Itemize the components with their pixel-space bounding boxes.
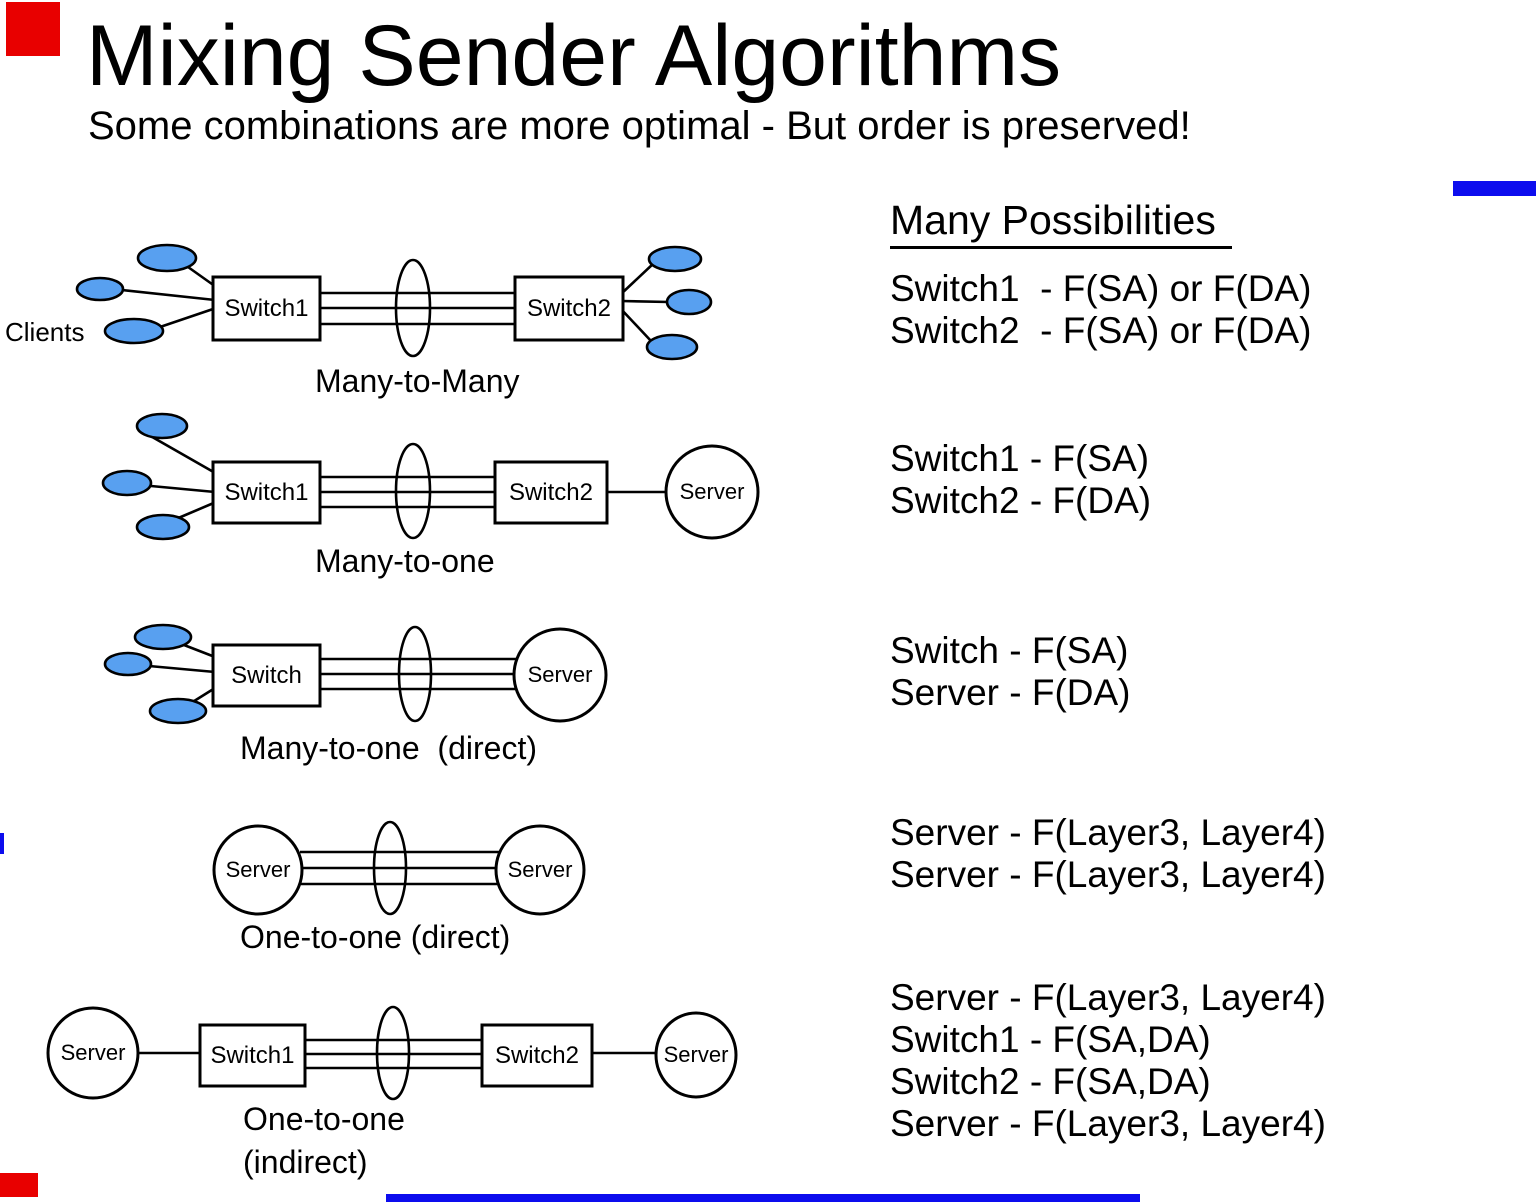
client-ellipse [647, 245, 703, 273]
trunk-ellipse [397, 625, 433, 723]
algorithm-block: Server - F(Layer3, Layer4) Server - F(La… [890, 812, 1326, 896]
trunk-ellipse [372, 820, 408, 916]
algorithm-line: Server - F(DA) [890, 672, 1131, 713]
server-circle [212, 824, 304, 916]
trunk-ellipse [394, 442, 432, 540]
client-ellipse [103, 651, 153, 677]
client-link-line [148, 664, 216, 674]
client-link-line [183, 643, 216, 659]
blue-bar-bottom [386, 1194, 1140, 1202]
one-to-one-indirect-shapes [46, 1005, 738, 1101]
client-ellipse [645, 333, 699, 361]
server-circle [664, 444, 760, 540]
clients-label: Clients [5, 317, 85, 347]
client-ellipse [148, 697, 208, 725]
diagram-caption: One-to-one (direct) [240, 919, 511, 955]
many-to-many-shapes [75, 243, 713, 361]
client-ellipse [665, 288, 713, 316]
server-circle [654, 1011, 738, 1099]
switch-box [211, 643, 322, 708]
page-title: Mixing Sender Algorithms [86, 8, 1062, 104]
algorithm-block: Switch1 - F(SA) or F(DA) Switch2 - F(SA)… [890, 268, 1311, 352]
diagram-caption: Many-to-one [315, 543, 495, 579]
blue-tick-left [0, 833, 4, 854]
many-to-one-direct-shapes [103, 623, 608, 725]
algorithm-line: Switch - F(SA) [890, 630, 1129, 671]
server-circle [494, 824, 586, 916]
client-ellipse [101, 469, 153, 497]
server-circle [512, 627, 608, 723]
trunk-ellipse [375, 1005, 411, 1101]
algorithm-line: Server - F(Layer3, Layer4) [890, 854, 1326, 895]
algorithm-line: Switch2 - F(SA,DA) [890, 1061, 1211, 1102]
algorithm-line: Switch1 - F(SA) or F(DA) [890, 268, 1312, 309]
client-ellipse [133, 623, 193, 651]
client-ellipse [135, 513, 191, 541]
client-ellipse [75, 276, 125, 302]
client-link-line [620, 299, 670, 304]
right-panel-heading: Many Possibilities [890, 196, 1232, 249]
switch-box [480, 1023, 594, 1088]
algorithm-block: Switch - F(SA) Server - F(DA) [890, 630, 1131, 714]
client-link-line [150, 484, 216, 494]
one-to-one-direct-shapes [212, 820, 586, 916]
client-link-line [620, 308, 653, 343]
switch-box [493, 460, 609, 525]
algorithm-line: Switch1 - F(SA) [890, 438, 1150, 479]
trunk-ellipse [394, 258, 432, 358]
algorithm-line: Switch2 - F(DA) [890, 480, 1152, 521]
client-ellipse [135, 412, 189, 440]
many-to-one-shapes [101, 412, 760, 541]
algorithm-block: Server - F(Layer3, Layer4) Switch1 - F(S… [890, 977, 1326, 1145]
algorithm-line: Server - F(Layer3, Layer4) [890, 812, 1326, 853]
algorithm-line: Switch2 - F(SA) or F(DA) [890, 310, 1312, 351]
switch-box [198, 1023, 307, 1088]
red-marker-top-left [6, 2, 60, 56]
algorithm-block: Switch1 - F(SA) Switch2 - F(DA) [890, 438, 1151, 522]
client-link-line [121, 288, 216, 302]
blue-bar-right [1453, 181, 1536, 196]
client-link-line [620, 262, 655, 295]
server-circle [46, 1006, 140, 1100]
switch-box [513, 275, 625, 342]
switch-box [211, 460, 322, 525]
client-ellipse [136, 243, 198, 273]
algorithm-line: Switch1 - F(SA,DA) [890, 1019, 1211, 1060]
page-subtitle: Some combinations are more optimal - But… [88, 104, 1191, 148]
diagram-caption: Many-to-one (direct) [240, 730, 537, 766]
client-link-line [146, 432, 218, 476]
client-link-line [175, 500, 217, 521]
diagram-caption: Many-to-Many [315, 363, 520, 399]
diagram-caption: One-to-one [243, 1101, 405, 1137]
red-marker-bottom-left [0, 1173, 38, 1197]
diagram-caption: (indirect) [243, 1144, 368, 1180]
algorithm-line: Server - F(Layer3, Layer4) [890, 1103, 1326, 1144]
client-link-line [159, 306, 217, 329]
algorithm-line: Server - F(Layer3, Layer4) [890, 977, 1326, 1018]
client-ellipse [103, 317, 165, 345]
switch-box [211, 275, 322, 342]
